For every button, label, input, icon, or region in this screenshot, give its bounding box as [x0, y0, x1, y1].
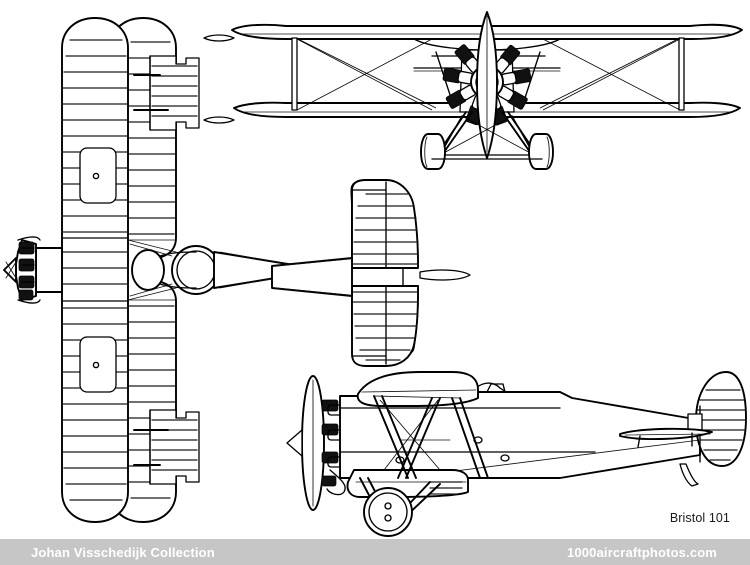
plan-aileron-top-ribs: [151, 65, 198, 117]
side-struts: [373, 395, 489, 479]
side-windscreen: [486, 383, 506, 393]
tail-plan-ribs-lower: [352, 291, 419, 361]
plan-view: [3, 17, 301, 523]
three-view-drawing: [3, 11, 747, 537]
plan-fuselage-decking: [159, 251, 197, 289]
side-fin-post-fitting: [687, 413, 703, 431]
side-fin-rudder: [695, 371, 747, 467]
side-spinner: [286, 429, 303, 457]
plan-upper-wing-outline: [61, 17, 129, 523]
front-view: [231, 11, 743, 170]
plan-aileron-top: [149, 55, 200, 131]
side-upper-wing-chordline: [361, 389, 477, 393]
side-wheel-hub-upper: [384, 502, 392, 510]
tail-plan-rudder: [419, 269, 471, 281]
collection-credit: Johan Visschedijk Collection: [31, 544, 215, 560]
plan-aileron-horns: [133, 74, 169, 466]
side-view: [286, 371, 747, 537]
tail-plan-ribs-upper: [352, 193, 419, 265]
website-credit: 1000aircraftphotos.com: [567, 544, 717, 560]
plan-propeller-spinner: [3, 257, 17, 283]
tail-plan-fuselage-taper: [275, 258, 351, 296]
plan-front-cockpit: [131, 249, 165, 291]
side-tailplane-strut: [637, 432, 693, 448]
front-undercarriage-bracing: [439, 115, 535, 156]
front-wheel-left: [420, 133, 446, 170]
front-wheel-right: [528, 133, 554, 170]
tail-plan-centre-gap: [351, 267, 419, 287]
plan-tip-aerofoil-marks: [203, 34, 235, 124]
plan-upper-wing-centre-section: [61, 237, 129, 302]
tail-plan-view: [271, 179, 471, 367]
plan-aileron-bottom: [149, 409, 200, 485]
side-wheel-hub-lower: [384, 514, 392, 522]
side-elevator-line: [624, 433, 711, 436]
plan-centre-section-ribs: [61, 251, 129, 285]
plan-access-panel-upper-port: [92, 172, 100, 180]
side-exhaust-pipe: [326, 469, 346, 496]
side-tailplane: [619, 427, 713, 441]
plan-propeller-blade-lines: [5, 261, 17, 279]
front-wheel-right-rim: [546, 136, 550, 168]
front-bracing-wires: [296, 38, 681, 111]
plan-fuselage: [35, 247, 63, 293]
plan-access-panel-lower-port: [92, 361, 100, 369]
drawing-caption: Bristol 101: [669, 511, 730, 525]
side-landing-gear: [359, 477, 441, 537]
front-interplane-struts: [291, 37, 685, 111]
front-wheel-left-rim: [424, 136, 428, 168]
plan-radial-cylinders: [18, 241, 35, 301]
side-main-wheel-rim: [368, 492, 408, 532]
front-undercarriage: [420, 111, 554, 170]
footer-bar: Johan Visschedijk Collection 1000aircraf…: [0, 539, 750, 565]
tail-plan-rear-fuselage: [271, 257, 353, 297]
tail-plan-stabiliser-upper: [351, 179, 419, 269]
drawing-sheet: [3, 11, 747, 537]
plan-centre-bracing: [127, 239, 177, 301]
plan-engine-detail: [17, 236, 41, 304]
plan-upper-wing-ribs-top: [61, 39, 129, 233]
side-tail-skid: [679, 463, 699, 487]
side-main-wheel: [363, 487, 413, 537]
side-rudder-ribs: [697, 389, 747, 461]
